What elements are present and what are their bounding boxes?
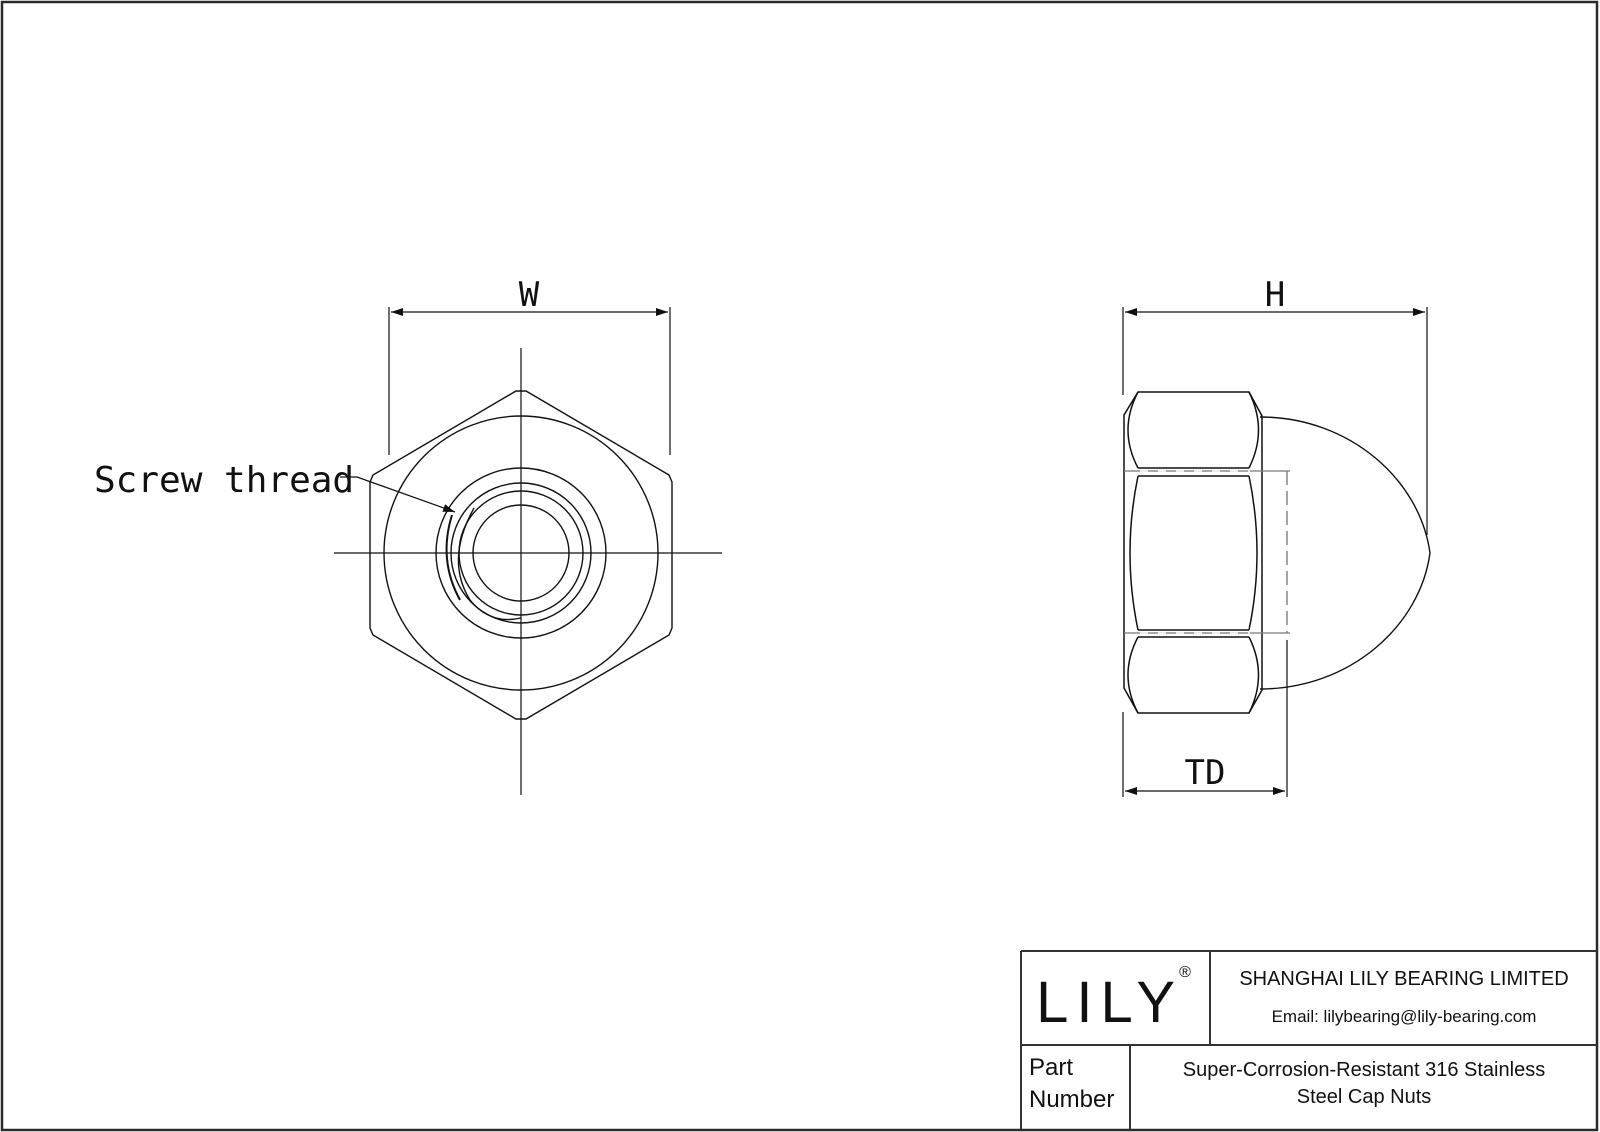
- screw-thread-label: Screw thread: [94, 460, 354, 501]
- dimension-td-label: TD: [1185, 753, 1226, 793]
- title-block-grid: [1020, 950, 1598, 1130]
- company-info: SHANGHAI LILY BEARING LIMITED Email: lil…: [1210, 952, 1598, 1045]
- part-description: Super-Corrosion-Resistant 316 Stainless …: [1182, 1059, 1546, 1108]
- dome-outline: [1259, 416, 1431, 690]
- logo-text: LILY: [1036, 970, 1184, 1035]
- registered-mark: ®: [1179, 963, 1191, 981]
- front-view: [334, 348, 722, 795]
- dimension-w-label: W: [519, 275, 540, 315]
- dimension-h: [1122, 307, 1428, 535]
- company-email: Email: lilybearing@lily-bearing.com: [1271, 1007, 1537, 1026]
- screw-thread-callout: [340, 476, 456, 513]
- company-logo: LILY®: [1021, 952, 1210, 1045]
- hidden-thread-lines: [1124, 470, 1290, 634]
- dimension-td: [1122, 640, 1288, 797]
- company-name: SHANGHAI LILY BEARING LIMITED: [1239, 968, 1569, 990]
- hex-body-outline: [1123, 391, 1263, 714]
- side-view: [1123, 391, 1431, 714]
- part-number-label: Part Number: [1029, 1054, 1115, 1113]
- dimension-w: [388, 307, 671, 455]
- dimension-h-label: H: [1265, 275, 1285, 315]
